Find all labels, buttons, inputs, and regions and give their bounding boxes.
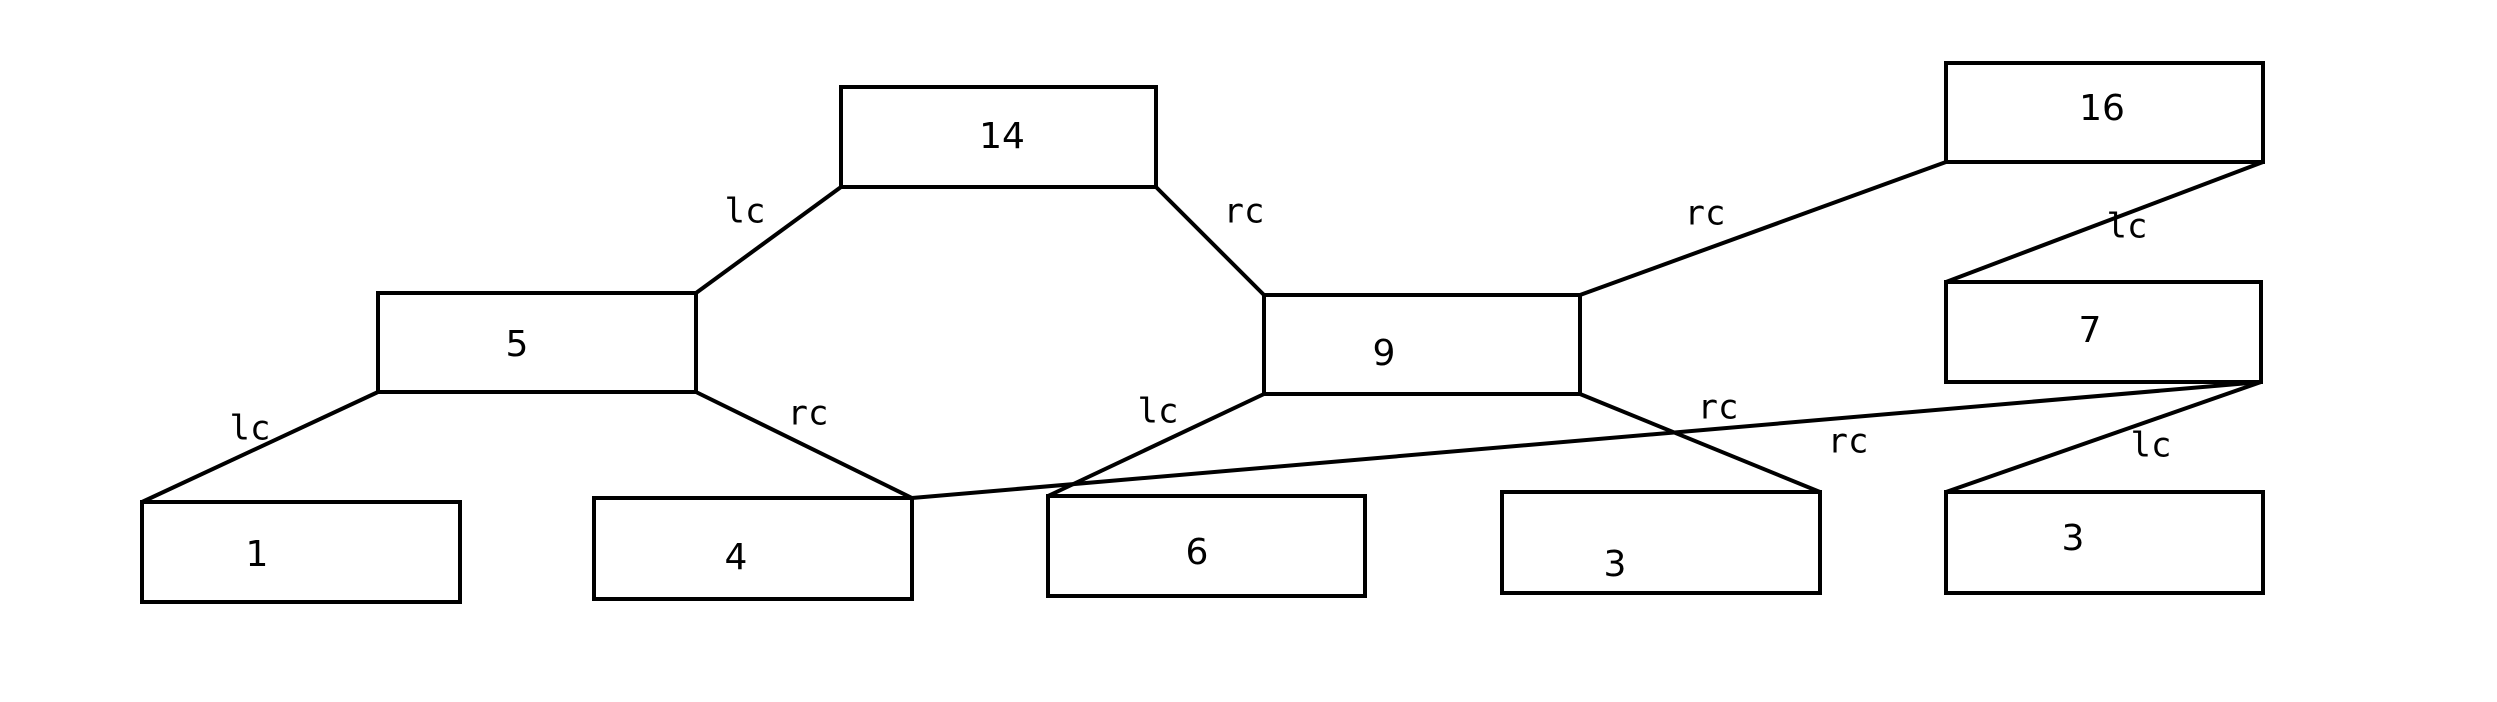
node-5: 5 — [376, 291, 698, 394]
node-9: 9 — [1262, 293, 1582, 396]
node-7: 7 — [1944, 280, 2263, 384]
node-3-right: 3 — [1944, 490, 2265, 595]
edge-label-14-5: lc — [725, 192, 766, 232]
edge-label-7-4: rc — [1828, 422, 1869, 462]
edge-9-3 — [1579, 392, 1821, 494]
edge-label-16-7: lc — [2107, 207, 2148, 247]
edge-14-5 — [694, 185, 843, 295]
node-3-left: 3 — [1500, 490, 1822, 595]
edge-7-3 — [1945, 380, 2262, 494]
node-14-label: 14 — [979, 116, 1025, 157]
node-1: 1 — [140, 500, 462, 604]
edge-5-4 — [695, 390, 913, 500]
node-9-label: 9 — [1373, 333, 1396, 374]
node-3-right-label: 3 — [2062, 518, 2085, 559]
edge-14-9 — [1154, 185, 1266, 297]
edge-7-4 — [911, 380, 2262, 500]
edge-label-7-3: lc — [2131, 426, 2172, 466]
edge-label-9-6: lc — [1138, 392, 1179, 432]
edge-5-1 — [141, 390, 379, 504]
edge-label-5-1: lc — [230, 409, 271, 449]
edge-16-7 — [1945, 160, 2264, 284]
node-1-label: 1 — [246, 534, 269, 575]
edge-label-9-3: rc — [1698, 388, 1739, 428]
node-5-label: 5 — [506, 324, 529, 365]
node-16: 16 — [1944, 61, 2265, 164]
edge-16-9 — [1579, 160, 1947, 297]
edge-9-6 — [1047, 392, 1265, 498]
node-7-label: 7 — [2079, 310, 2102, 351]
node-6: 6 — [1046, 494, 1367, 598]
node-6-label: 6 — [1186, 532, 1209, 573]
node-4-label: 4 — [725, 537, 748, 578]
edge-label-14-9: rc — [1224, 192, 1265, 232]
node-4: 4 — [592, 496, 914, 601]
edge-label-5-4: rc — [788, 394, 829, 434]
node-3-left-label: 3 — [1604, 544, 1627, 585]
node-14: 14 — [839, 85, 1158, 189]
node-16-label: 16 — [2079, 88, 2125, 129]
edge-label-16-9: rc — [1685, 194, 1726, 234]
